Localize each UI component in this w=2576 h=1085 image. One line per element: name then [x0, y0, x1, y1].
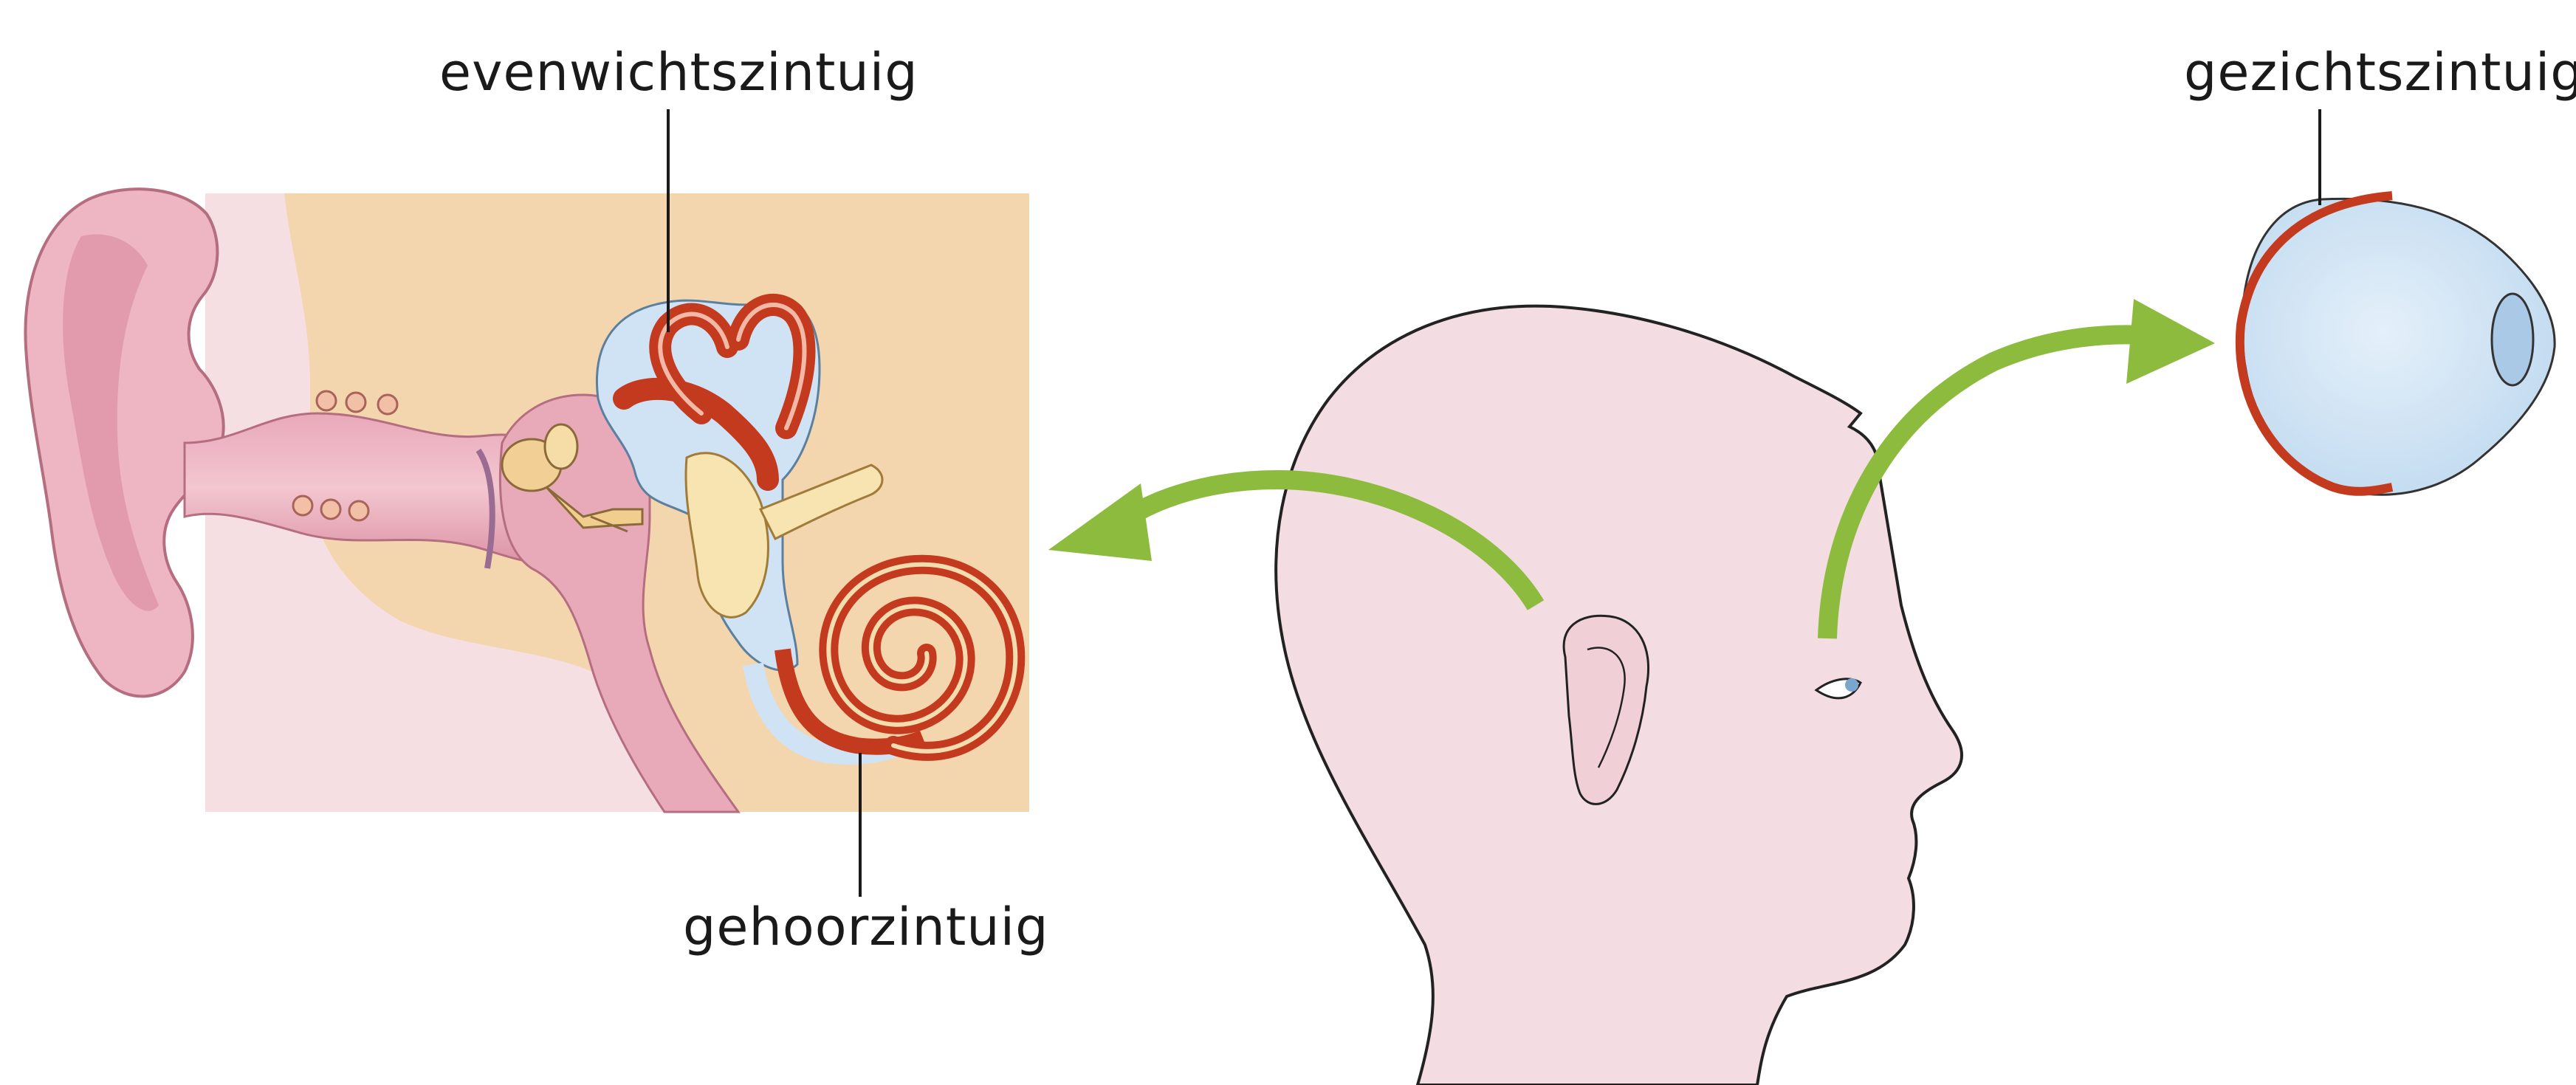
head-profile	[1276, 306, 1962, 1085]
head-iris-icon	[1845, 678, 1858, 692]
balance-organ-label: evenwichtszintuig	[439, 42, 918, 103]
ear-cross-section	[25, 189, 1029, 812]
eyeball	[2240, 196, 2555, 495]
lens	[2492, 294, 2533, 385]
vision-organ-label: gezichtszintuig	[2184, 42, 2576, 103]
hearing-organ-label: gehoorzintuig	[683, 897, 1049, 957]
